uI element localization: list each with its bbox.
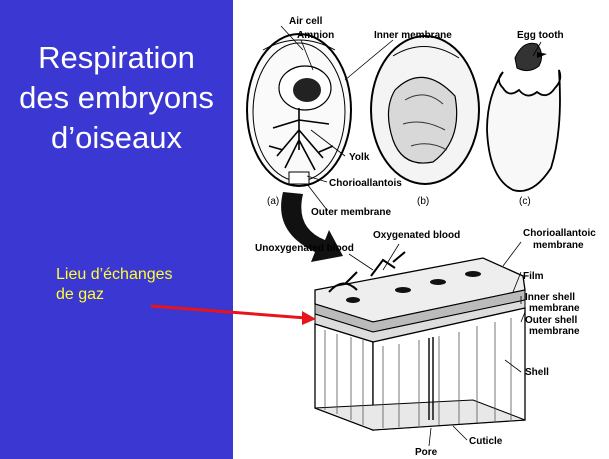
red-pointer-arrow-icon (0, 0, 609, 459)
slide: Respiration des embryons d’oiseaux Lieu … (0, 0, 609, 459)
